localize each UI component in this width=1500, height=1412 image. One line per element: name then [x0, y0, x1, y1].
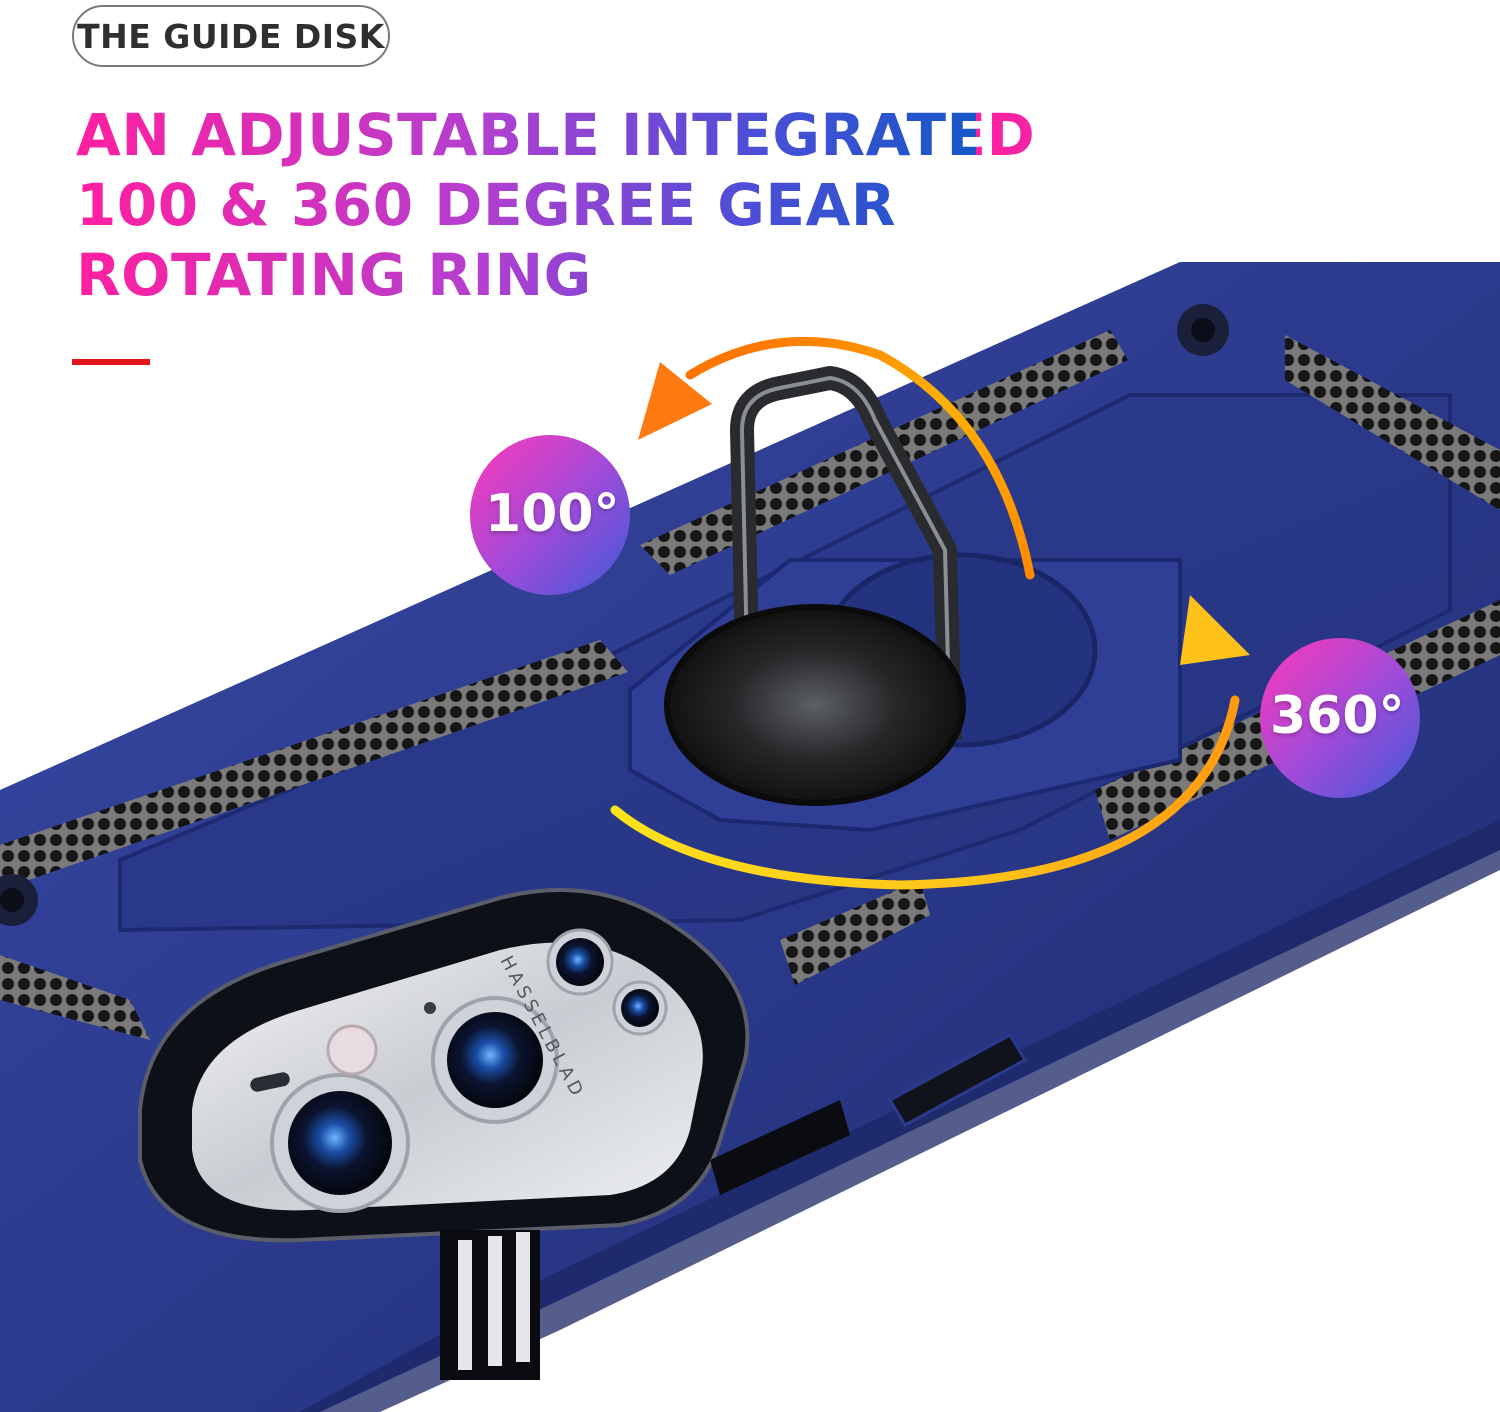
headline: AN ADJUSTABLE INTEGRATED 100 & 360 DEGRE…: [76, 100, 1035, 310]
flash-icon: [326, 1024, 378, 1076]
tilt-angle-label: 100°: [485, 484, 620, 544]
headline-line-2: 100 & 360 DEGREE GEAR: [76, 171, 897, 239]
sensor-pill: [250, 1072, 290, 1092]
accent-divider: [72, 359, 150, 365]
guide-disk-badge: THE GUIDE DISK: [72, 5, 390, 67]
rotate-arrow: [610, 695, 1240, 890]
lanyard-slot: [440, 1230, 540, 1380]
headline-line-1: AN ADJUSTABLE INTEGRATED: [76, 101, 1036, 169]
tilt-arrowhead: [638, 362, 712, 440]
tilt-angle-bubble: [470, 435, 630, 595]
grip-strip-corner: [0, 955, 150, 1040]
grip-strip-right-top: [1285, 335, 1500, 510]
usb-port: [710, 1100, 850, 1195]
grip-strip-left: [0, 640, 628, 890]
tilt-arrow: [685, 336, 1035, 580]
rotate-arrowhead: [1180, 595, 1250, 665]
grip-strip-center: [780, 880, 930, 985]
side-button: [887, 1032, 1028, 1128]
rotate-angle-bubble: [1260, 638, 1420, 798]
rotate-angle-label: 360°: [1270, 686, 1405, 746]
headline-line-3: ROTATING RING: [76, 241, 592, 309]
rotating-disc: [664, 604, 966, 806]
